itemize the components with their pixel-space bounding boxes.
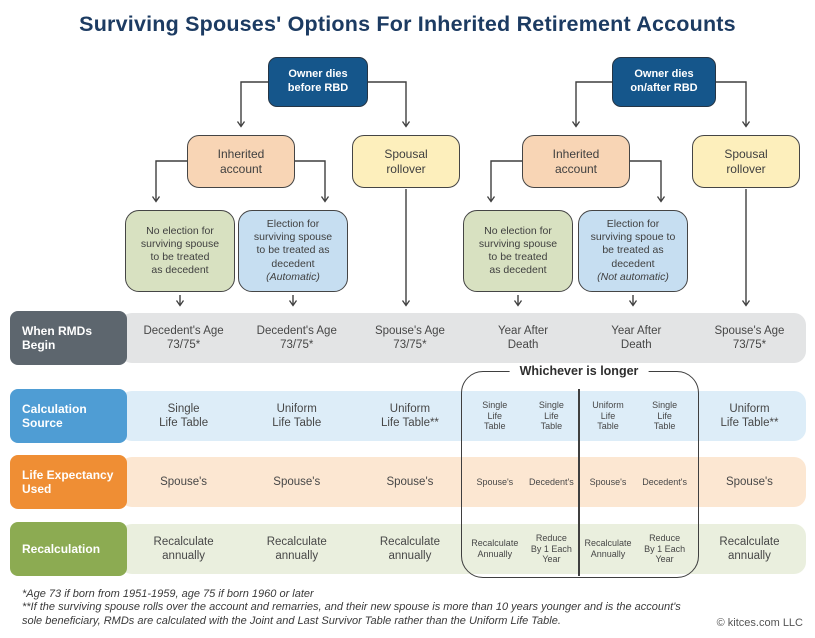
node-election-not-automatic-note: (Not automatic)	[597, 270, 669, 283]
cell-rmds-col2: Decedent's Age 73/75*	[256, 324, 337, 351]
cell-recalc-col5: Recalculate Annually Reduce By 1 Each Ye…	[580, 524, 693, 574]
cell-recalc-col4-a: Recalculate Annually	[471, 538, 519, 559]
node-inherited-account-1: Inherited account	[187, 135, 295, 188]
cell-life-col5-a: Spouse's	[589, 476, 627, 487]
node-no-election-1: No election for surviving spouse to be t…	[125, 210, 235, 292]
node-inherited-account-2: Inherited account	[522, 135, 630, 188]
footnote-rollover: **If the surviving spouse rolls over the…	[22, 601, 681, 627]
row-header-calculation-source: Calculation Source	[10, 389, 127, 443]
node-election-automatic-text: Election for surviving spouse to be trea…	[253, 218, 333, 270]
cell-calc-col5-a: Uniform Life Table	[592, 399, 624, 432]
page-title: Surviving Spouses' Options For Inherited…	[79, 12, 736, 36]
cell-calc-col6: Uniform Life Table**	[720, 402, 779, 429]
cell-life-col5-b: Decedent's	[642, 476, 687, 487]
cell-recalc-col6: Recalculate annually	[719, 535, 780, 562]
node-election-automatic-note: (Automatic)	[266, 270, 320, 283]
row-band	[120, 457, 806, 507]
cell-life-col4-a: Spouse's	[476, 476, 514, 487]
row-header-when-rmds-begin: When RMDs Begin	[10, 311, 127, 365]
row-header-recalculation: Recalculation	[10, 522, 127, 576]
connector-inherited2-to-elect2	[630, 160, 666, 203]
whichever-is-longer-label: Whichever is longer	[509, 364, 649, 378]
cell-recalc-col1: Recalculate annually	[153, 535, 214, 562]
cell-life-col6: Spouse's	[725, 475, 773, 488]
node-owner-dies-before-rbd: Owner dies before RBD	[268, 57, 368, 107]
copyright-notice: © kitces.com LLC	[716, 617, 803, 629]
cell-life-col1: Spouse's	[160, 475, 208, 488]
connector-inherited1-to-noelect1	[151, 160, 187, 203]
connector-inherited1-to-elect1	[295, 160, 330, 203]
row-band	[120, 313, 806, 363]
connector-after-to-spousal2	[716, 81, 751, 128]
cell-rmds-col3: Spouse's Age 73/75*	[374, 324, 445, 351]
cell-calc-col1: Single Life Table	[159, 402, 209, 429]
cell-calc-col5-b: Single Life Table	[652, 399, 678, 432]
row-band	[120, 391, 806, 441]
connector-after-to-inherited2	[571, 81, 612, 128]
cell-rmds-col5: Year After Death	[611, 324, 662, 351]
cell-life-col3: Spouse's	[386, 475, 434, 488]
cell-calc-col3: Uniform Life Table**	[380, 402, 439, 429]
cell-recalc-col2: Recalculate annually	[266, 535, 327, 562]
footnotes: *Age 73 if born from 1951-1959, age 75 i…	[22, 588, 684, 628]
cell-recalc-col3: Recalculate annually	[379, 535, 440, 562]
table-row-calculation-source: Calculation Source Single Life Table Uni…	[10, 389, 806, 443]
node-no-election-2: No election for surviving spouse to be t…	[463, 210, 573, 292]
node-owner-dies-on-after-rbd: Owner dies on/after RBD	[612, 57, 716, 107]
table-row-recalculation: Recalculation Recalculate annually Recal…	[10, 522, 806, 576]
bracket-center-divider	[578, 389, 580, 576]
node-election-not-automatic-text: Election for surviving spoue to be treat…	[590, 218, 676, 270]
cell-rmds-col6: Spouse's Age 73/75*	[714, 324, 785, 351]
cell-rmds-col4: Year After Death	[498, 324, 549, 351]
cell-life-col2: Spouse's	[273, 475, 321, 488]
cell-life-col5: Spouse's Decedent's	[580, 457, 693, 507]
table-row-when-rmds-begin: When RMDs Begin Decedent's Age 73/75* De…	[10, 311, 806, 365]
node-election-not-automatic: Election for surviving spoue to be treat…	[578, 210, 688, 292]
footnote-age: *Age 73 if born from 1951-1959, age 75 i…	[22, 588, 314, 600]
cell-recalc-col4: Recalculate Annually Reduce By 1 Each Ye…	[467, 524, 580, 574]
cell-calc-col4-a: Single Life Table	[482, 399, 508, 432]
cell-rmds-col1: Decedent's Age 73/75*	[143, 324, 224, 351]
connector-before-to-spousal1	[368, 81, 411, 128]
row-band	[120, 524, 806, 574]
cell-calc-col4-b: Single Life Table	[538, 399, 564, 432]
cell-calc-col4: Single Life Table Single Life Table	[467, 391, 580, 441]
node-spousal-rollover-2: Spousal rollover	[692, 135, 800, 188]
connector-before-to-inherited1	[236, 81, 268, 128]
cell-life-col4: Spouse's Decedent's	[467, 457, 580, 507]
cell-life-col4-b: Decedent's	[529, 476, 574, 487]
node-spousal-rollover-1: Spousal rollover	[352, 135, 460, 188]
cell-recalc-col5-a: Recalculate Annually	[584, 538, 632, 559]
cell-recalc-col5-b: Reduce By 1 Each Year	[644, 532, 686, 565]
cell-calc-col5: Uniform Life Table Single Life Table	[580, 391, 693, 441]
cell-calc-col2: Uniform Life Table	[272, 402, 322, 429]
connector-inherited2-to-noelect2	[486, 160, 522, 203]
table-row-life-expectancy-used: Life Expectancy Used Spouse's Spouse's S…	[10, 455, 806, 509]
node-election-automatic: Election for surviving spouse to be trea…	[238, 210, 348, 292]
cell-recalc-col4-b: Reduce By 1 Each Year	[530, 532, 572, 565]
row-header-life-expectancy-used: Life Expectancy Used	[10, 455, 127, 509]
